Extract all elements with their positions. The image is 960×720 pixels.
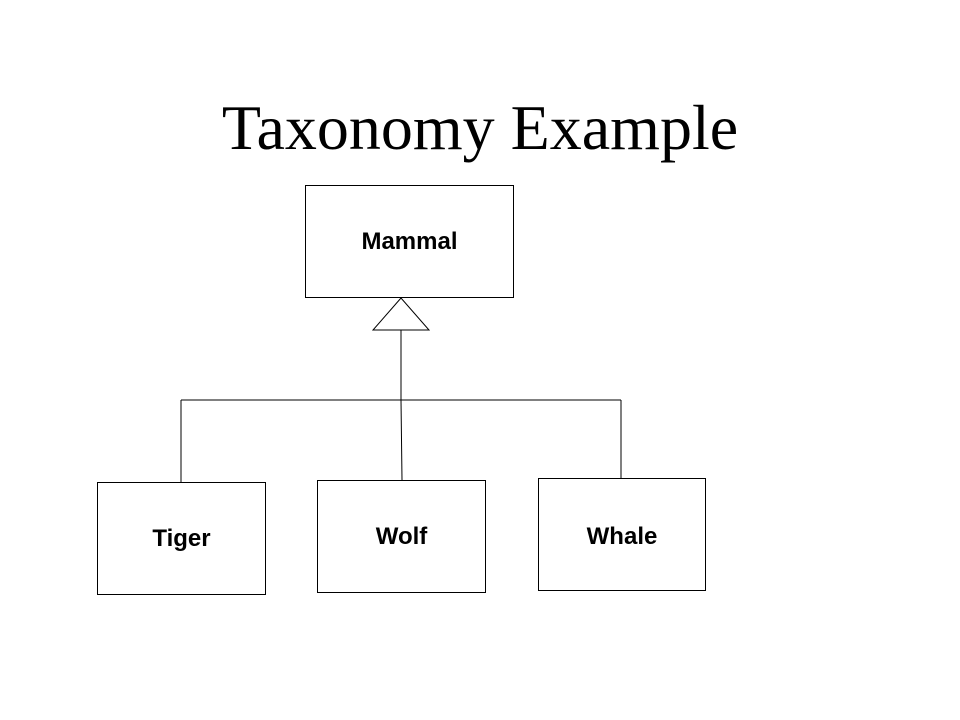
inheritance-arrow-icon — [371, 297, 431, 331]
node-tiger-label: Tiger — [152, 524, 211, 552]
node-whale-label: Whale — [586, 523, 658, 550]
node-wolf-label: Wolf — [375, 522, 428, 550]
node-tiger: Tiger — [97, 482, 266, 595]
node-mammal: Mammal — [305, 185, 514, 298]
connector-wolf — [400, 399, 403, 481]
node-wolf: Wolf — [317, 480, 486, 593]
slide-title: Taxonomy Example — [221, 92, 739, 163]
node-whale: Whale — [538, 478, 706, 591]
node-mammal-label: Mammal — [361, 227, 458, 255]
